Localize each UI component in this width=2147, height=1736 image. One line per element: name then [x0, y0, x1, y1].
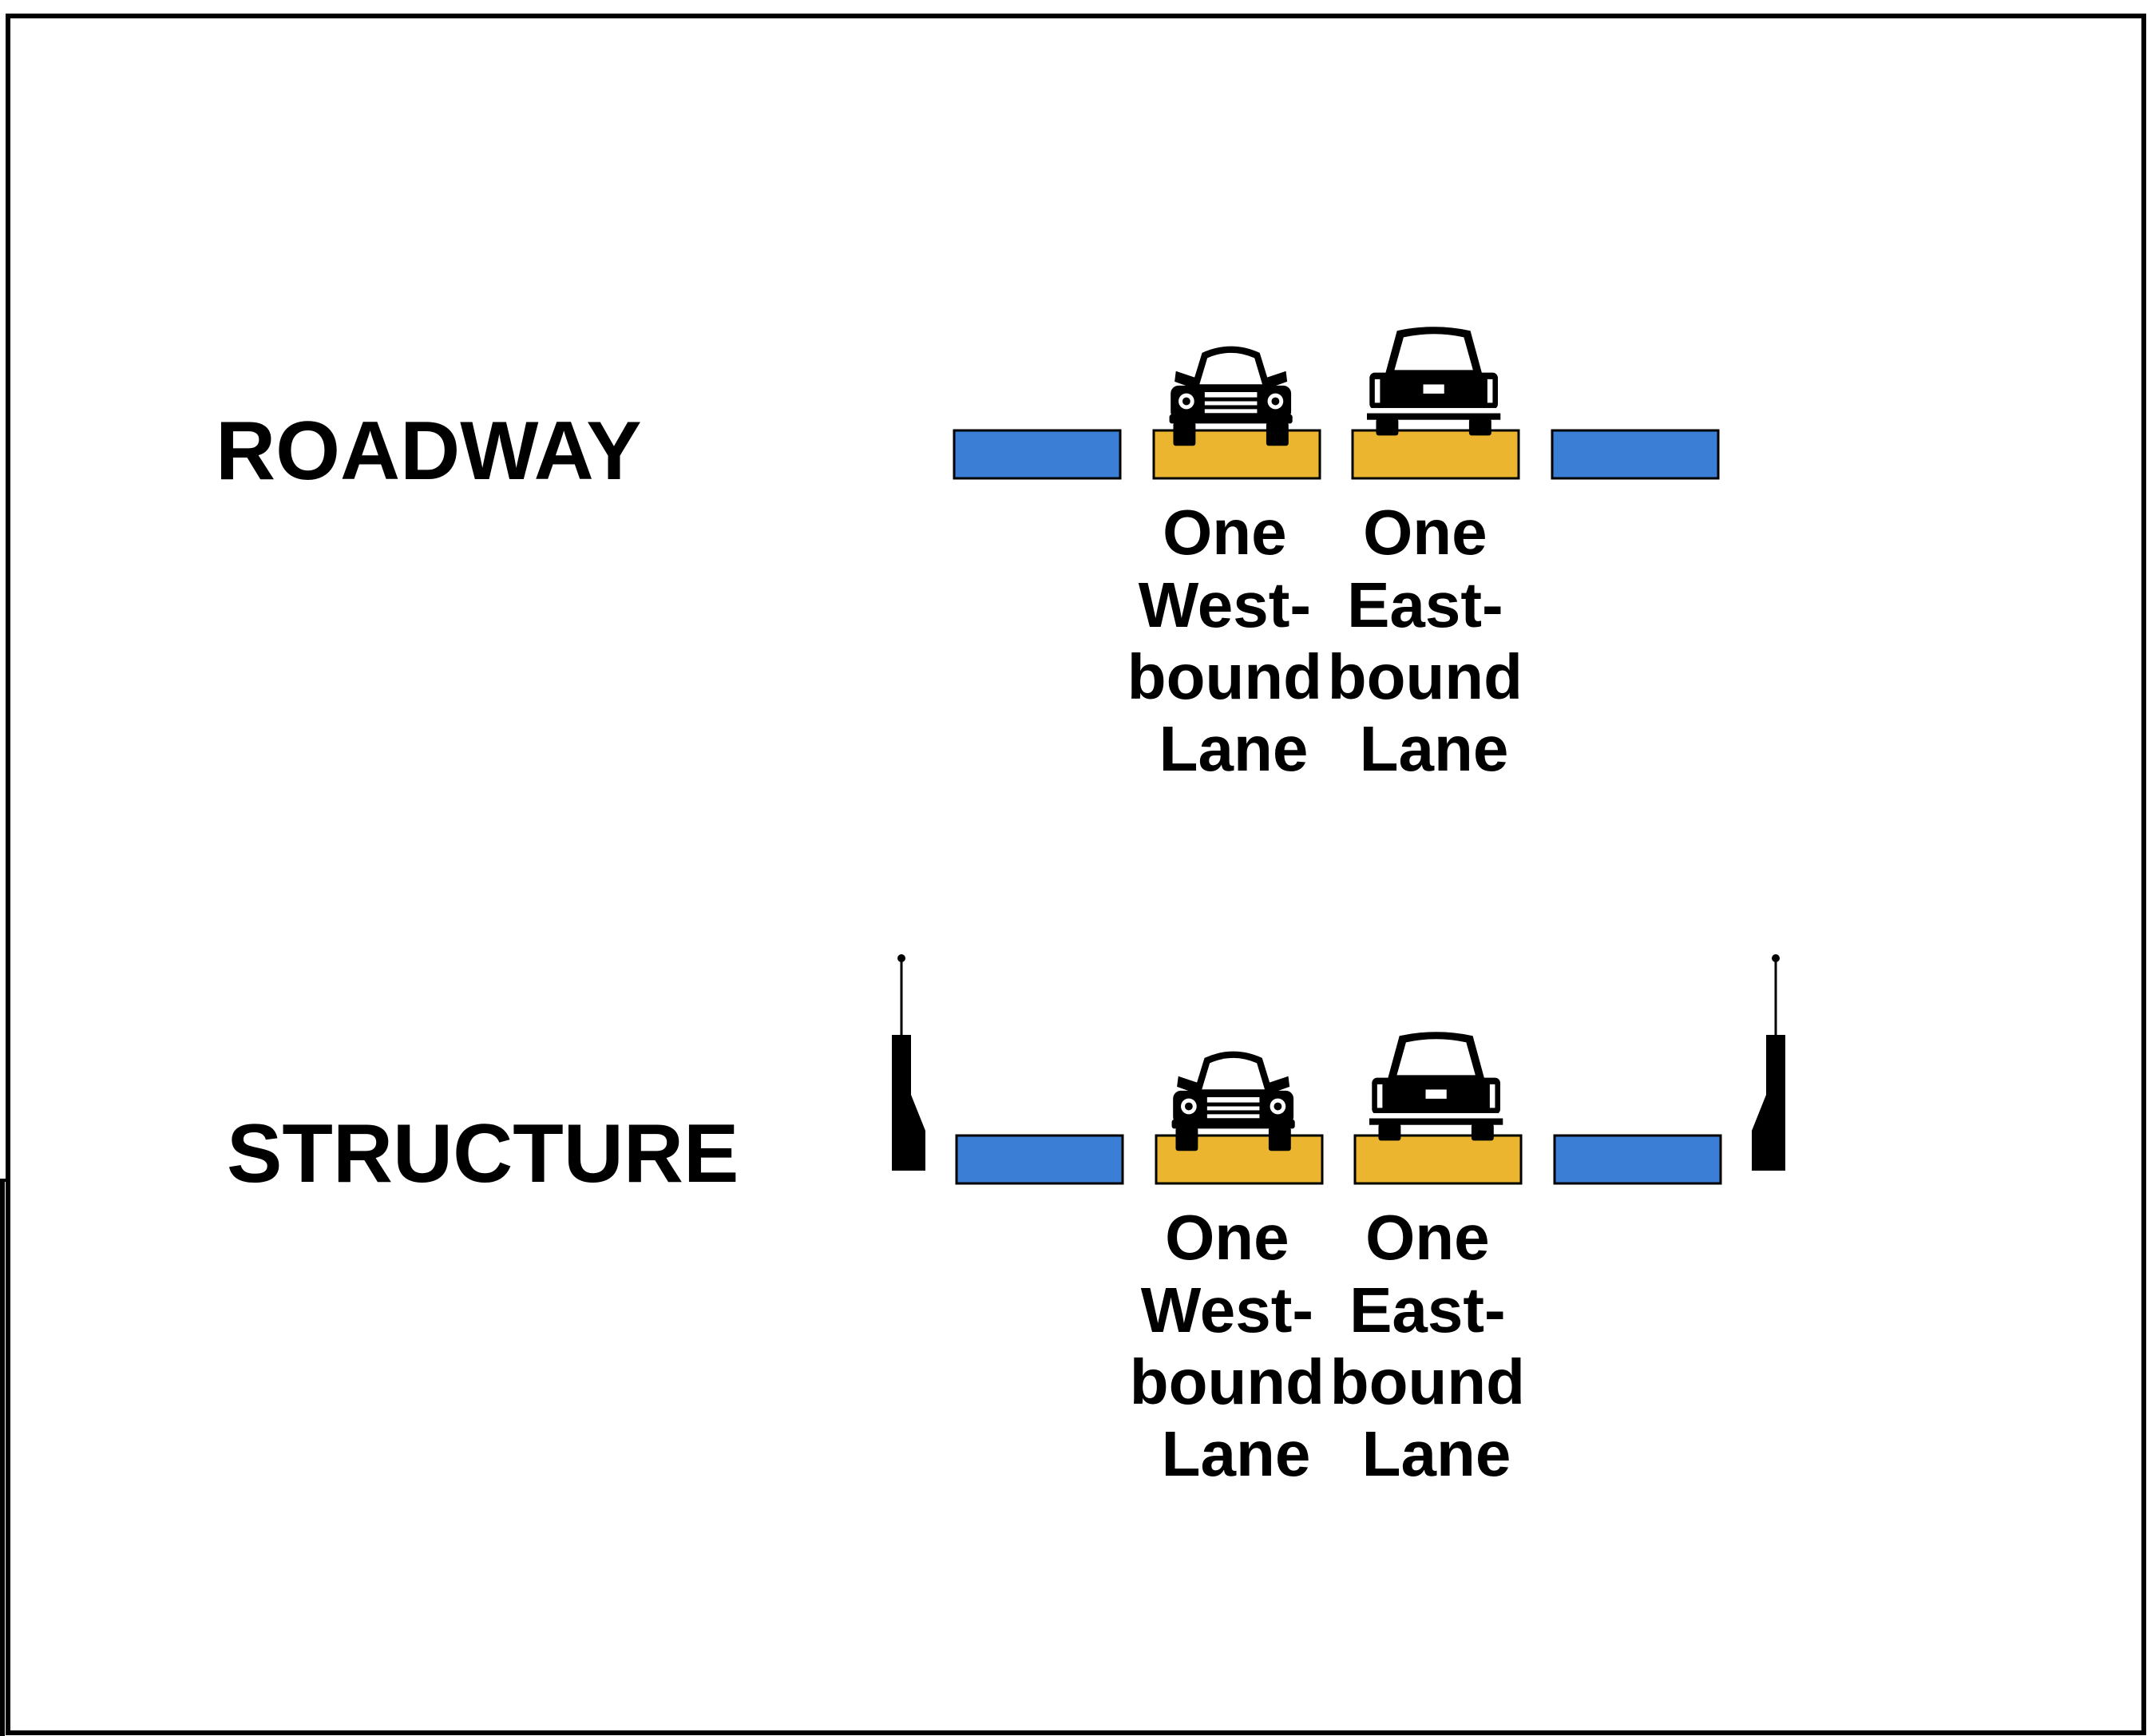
structure-eastbound-label: One East- bound Lane — [1330, 1202, 1543, 1489]
page-border — [6, 14, 2146, 1735]
roadway-westbound-label: One West- bound Lane — [1127, 497, 1341, 784]
structure-eastbound-lane — [1353, 1134, 1523, 1185]
roadway-section: ROADWAY One West- bound Lane One East- b… — [216, 327, 1720, 784]
structure-right-shoulder — [1553, 1134, 1722, 1185]
roadway-right-shoulder — [1551, 429, 1720, 480]
roadway-eastbound-label: One East- bound Lane — [1328, 497, 1541, 784]
concrete-barrier-icon — [1750, 953, 1787, 1172]
roadway-left-shoulder — [953, 429, 1122, 480]
structure-westbound-label: One West- bound Lane — [1130, 1202, 1343, 1489]
structure-section: STRUCTURE One West- bound Lane One East-… — [227, 953, 1787, 1489]
roadway-eastbound-lane — [1351, 429, 1520, 480]
structure-title: STRUCTURE — [227, 1108, 739, 1200]
structure-left-shoulder — [955, 1134, 1124, 1185]
concrete-barrier-icon — [890, 953, 927, 1172]
roadway-title: ROADWAY — [216, 405, 642, 497]
car-front-icon — [1367, 327, 1501, 436]
car-front-icon — [1369, 1032, 1503, 1141]
